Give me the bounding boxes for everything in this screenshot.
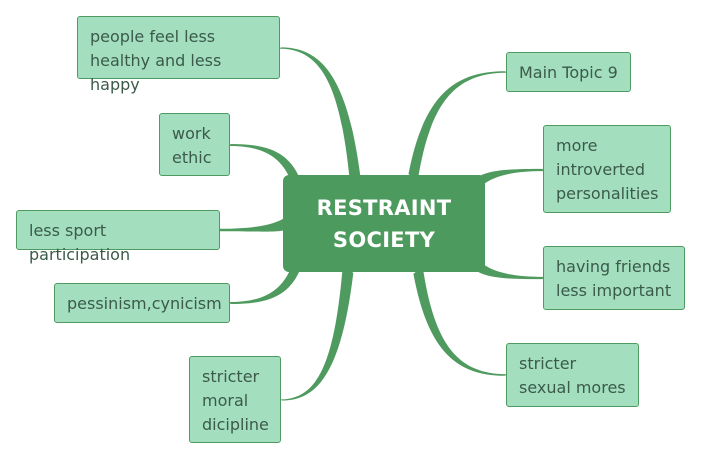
topic-sexual[interactable]: stricter sexual mores bbox=[506, 343, 639, 407]
branch-moral bbox=[279, 267, 354, 401]
topic-friends[interactable]: having friends less important bbox=[543, 246, 685, 310]
topic-main-9[interactable]: Main Topic 9 bbox=[506, 52, 631, 92]
topic-sport[interactable]: less sport participation bbox=[16, 210, 220, 264]
topic-work-ethic[interactable]: work ethic bbox=[159, 113, 230, 176]
branch-introverted bbox=[472, 168, 544, 193]
branch-sport bbox=[219, 218, 286, 232]
topic-moral[interactable]: stricter moral dicipline bbox=[189, 356, 281, 443]
branch-main-9 bbox=[408, 71, 507, 182]
branch-sexual bbox=[413, 266, 507, 376]
topic-pessimism[interactable]: pessinism,cynicism bbox=[54, 283, 230, 323]
central-topic[interactable]: RESTRAINT SOCIETY bbox=[283, 175, 485, 272]
topic-introverted[interactable]: more introverted personalities bbox=[543, 125, 671, 213]
branch-healthy bbox=[278, 47, 361, 181]
topic-healthy[interactable]: people feel less healthy and less happy bbox=[77, 16, 280, 94]
branch-friends bbox=[472, 256, 544, 280]
